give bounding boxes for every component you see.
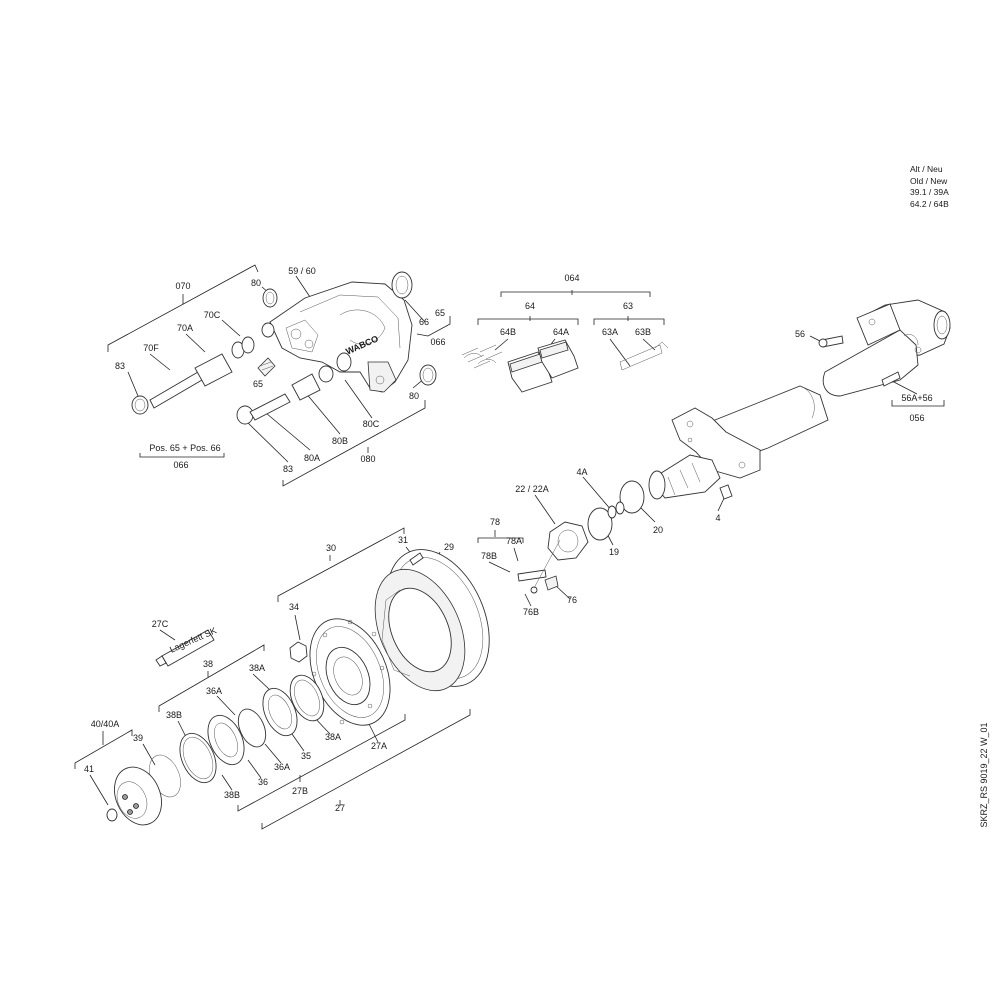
legend-line: 39.1 / 39A [910,187,949,197]
part-label: 066 [173,460,189,470]
part-label: 19 [608,547,620,557]
part-label: 56 [794,329,806,339]
part-label: 056 [909,413,925,423]
bracket-lines [74,264,945,830]
part-label: 31 [397,535,409,545]
part-label: 066 [430,337,446,347]
part-label: 070 [175,281,191,291]
part-label: 35 [300,751,312,761]
part-label: 34 [288,602,300,612]
axle-bolts [818,335,901,387]
part-label: 36A [205,686,223,696]
part-label: 64A [552,327,570,337]
part-label: 70C [203,310,221,320]
brake-caliper-housing [269,281,413,393]
document-id: SKRZ_RS 9019_22 W_01 [979,722,989,828]
part-label: 30 [325,543,337,553]
part-label: 76 [566,595,578,605]
part-label: 65 [252,379,264,389]
part-label: 70F [143,343,159,353]
part-label: 41 [83,764,95,774]
part-label: 20 [652,525,664,535]
part-label: 63 [622,301,634,311]
part-label: 83 [282,464,294,474]
part-label: 38B [165,710,183,720]
bearing-stack [149,674,325,798]
wheel-hub [289,618,391,726]
part-label: 080 [360,454,376,464]
part-label: 39 [132,733,144,743]
legend-line: Old / New [910,175,948,186]
legend: Alt / Neu Old / New 39.1 / 39A 64.2 / 64… [910,164,949,210]
part-label: 78 [489,517,501,527]
part-label: 76B [522,607,540,617]
part-label: 63A [601,327,619,337]
part-label: 63B [634,327,652,337]
hub-cap [106,766,162,826]
brake-pad-set [461,339,669,393]
part-label: 38B [223,790,241,800]
part-label: 27A [370,741,388,751]
part-label: 78B [480,551,498,561]
part-label: 80A [303,453,321,463]
part-label: 29 [443,542,455,552]
brake-disc [374,549,490,692]
part-label: 38A [324,732,342,742]
part-label: 4 [715,513,721,523]
part-label: 80 [408,391,420,401]
part-label: 40/40A [90,719,120,729]
part-label: 80 [250,278,262,288]
part-label: 27 [334,803,346,813]
part-label: 27C [151,619,169,629]
part-label: 56A+56 [901,393,933,403]
legend-line: 64.2 / 64B [910,198,949,209]
part-label: 38 [202,659,214,669]
part-label: 80B [331,436,349,446]
part-label: 65 [434,308,446,318]
part-label: 38A [248,663,266,673]
part-label: 83 [114,361,126,371]
part-label: 70A [176,323,194,333]
legend-line: Alt / Neu [910,164,943,174]
part-label: 78A [505,536,523,546]
part-label: 66 [418,317,430,327]
part-label: 4A [576,467,588,477]
grease-tube [155,629,215,667]
part-label: 80C [362,419,380,429]
part-label: 36A [273,762,291,772]
part-label: 22 / 22A [515,484,549,494]
part-label: 59 / 60 [288,266,316,276]
part-label: Pos. 65 + Pos. 66 [149,443,221,453]
part-label: 064 [564,273,580,283]
part-label: 64B [499,327,517,337]
caliper-small-parts [131,271,437,425]
part-label: 36 [257,777,269,787]
part-label: 27B [291,786,309,796]
part-label: 64 [524,301,536,311]
axle-nut-parts [517,480,645,594]
